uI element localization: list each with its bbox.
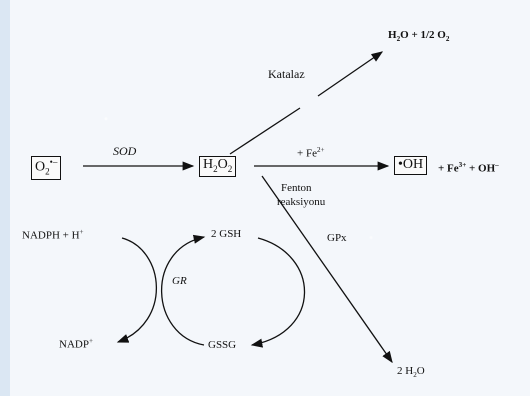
gsh-label: 2 GSH — [211, 228, 242, 240]
gssg-label: GSSG — [208, 339, 237, 351]
katalaz-label: Katalaz — [268, 67, 305, 81]
fenton-label-line1: Fenton — [281, 182, 312, 194]
katalaz-arrow-segment-1 — [229, 107, 301, 155]
water-product: 2 H2O — [397, 365, 425, 380]
fenton-label-line2: reaksiyonu — [277, 196, 326, 208]
gr-curve-right — [161, 234, 206, 346]
gsh-to-gssg-curve — [250, 237, 306, 348]
fenton-products: + Fe3+ + OH– — [438, 161, 499, 175]
gpx-label: GPx — [327, 232, 347, 244]
sod-label: SOD — [113, 144, 137, 158]
gr-curve-left — [116, 237, 158, 343]
left-border-band — [0, 0, 10, 396]
ferrous-iron-label: + Fe2+ — [297, 146, 325, 160]
nadph-label: NADPH + H+ — [22, 228, 84, 242]
hydrogen-peroxide-box: H2O2 — [199, 156, 237, 177]
gr-label: GR — [172, 275, 187, 287]
superoxide-box: O2•– — [31, 156, 62, 180]
gpx-arrow — [261, 175, 393, 364]
nadp-label: NADP+ — [59, 337, 93, 351]
katalaz-arrow-segment-2 — [317, 51, 384, 97]
catalase-products: H2O + 1/2 O2 — [388, 29, 450, 44]
hydroxyl-radical-box: •OH — [394, 156, 428, 175]
